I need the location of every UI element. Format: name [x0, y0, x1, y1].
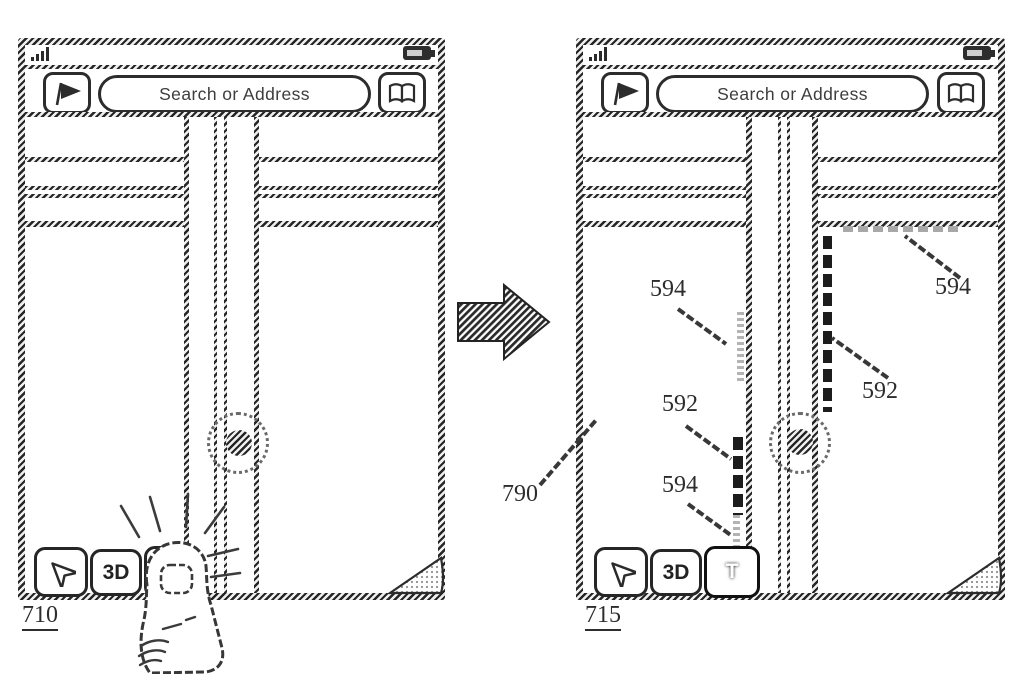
callout-leader-lines — [540, 236, 960, 536]
traffic-label: T — [726, 560, 739, 584]
block-arrow-right-icon — [458, 285, 549, 359]
page-curl-icon — [390, 558, 1001, 593]
finger-tap — [139, 542, 223, 673]
finger-outline — [141, 542, 223, 673]
fingernail — [161, 565, 192, 593]
